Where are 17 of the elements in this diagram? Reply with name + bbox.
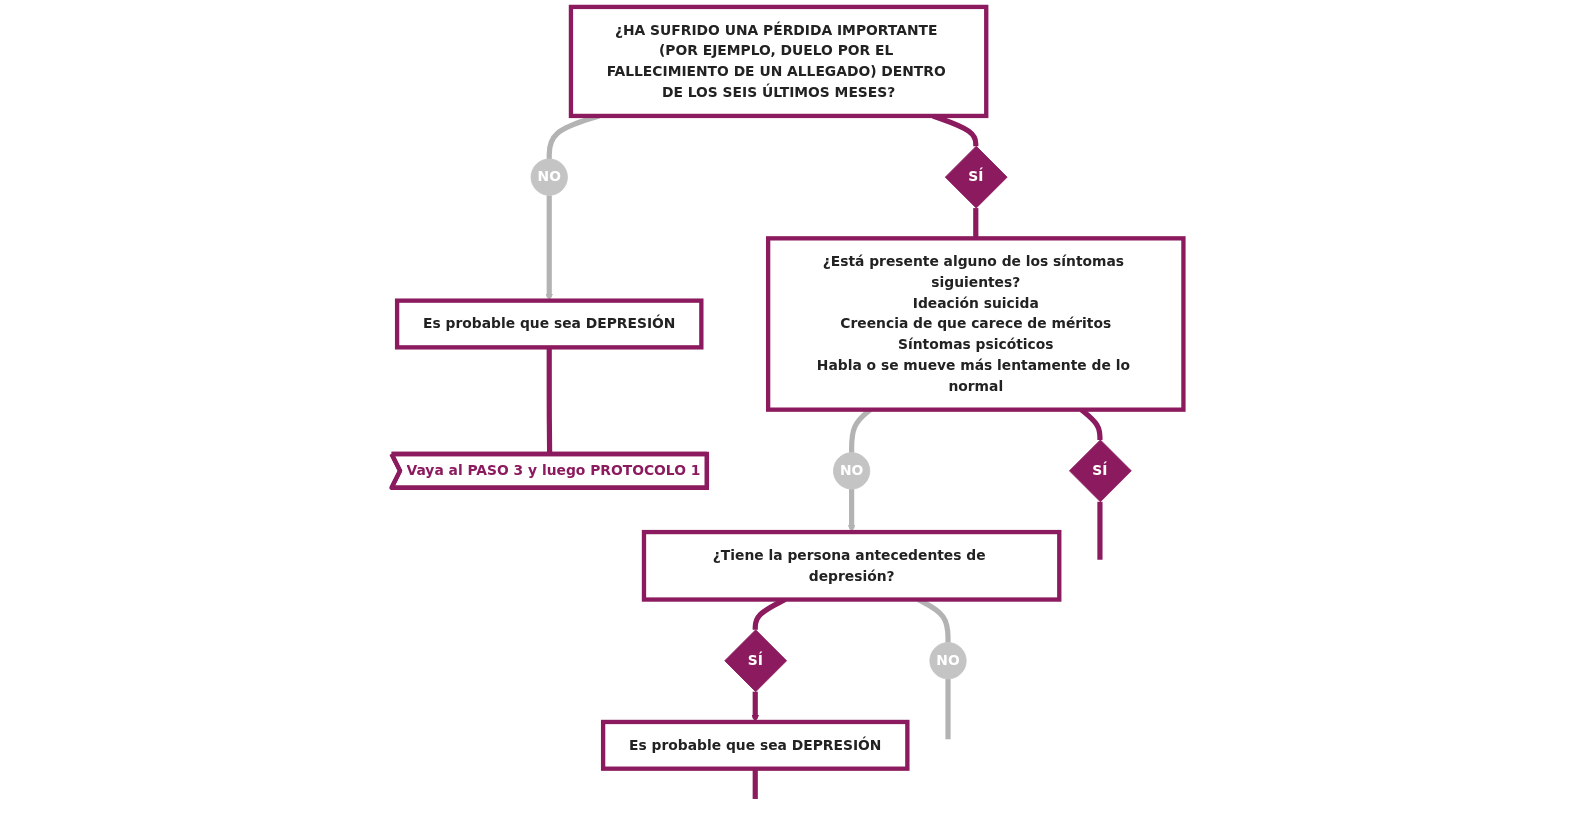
node-diamond: SÍ xyxy=(944,145,1008,209)
connector xyxy=(546,347,553,455)
node-box: ¿Está presente alguno de los síntomas siguientes? Ideación suicida Creencia de que carece de méritos Síntomas psicóticos Habla o se mueve más lentamente de lo normal xyxy=(765,236,1186,412)
node-box: Es probable que sea DEPRESIÓN xyxy=(600,719,910,771)
node-box: ¿Tiene la persona antecedentes de depresión? xyxy=(641,529,1062,602)
connector xyxy=(945,678,951,740)
connector xyxy=(752,768,758,800)
node-diamond: SÍ xyxy=(724,629,788,693)
node-box: ¿HA SUFRIDO UNA PÉRDIDA IMPORTANTE (POR EJEMPLO, DUELO POR EL FALLECIMIENTO DE UN ALLEGADO) DENTRO DE LOS SEIS ÚLTIMOS MESES? xyxy=(568,4,989,119)
connector xyxy=(1097,501,1103,560)
node-circle: NO xyxy=(833,452,871,490)
arrow xyxy=(751,691,760,723)
node-box: Es probable que sea DEPRESIÓN xyxy=(394,298,704,350)
node-circle: NO xyxy=(530,158,568,196)
node-circle: NO xyxy=(929,642,967,680)
node-diamond: SÍ xyxy=(1069,439,1132,503)
connector xyxy=(973,208,979,239)
